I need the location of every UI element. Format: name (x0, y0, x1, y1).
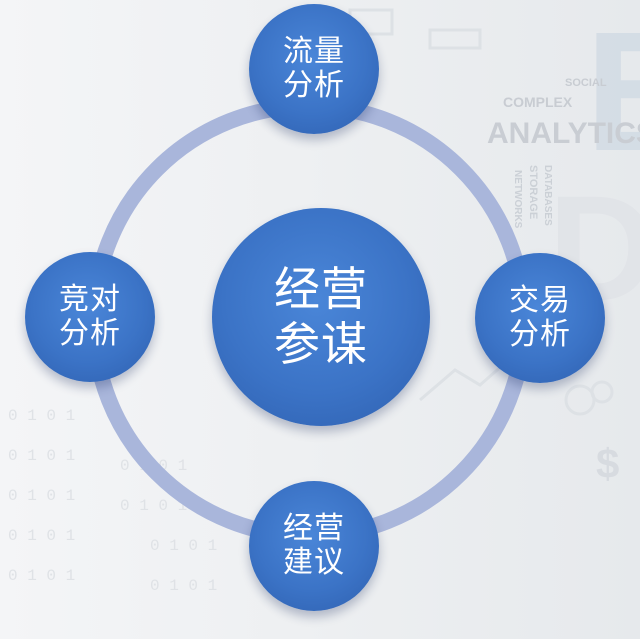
bg-dollar-sign: $ (596, 440, 619, 487)
node-transaction-analysis-line2: 分析 (509, 317, 571, 352)
bg-circle-2 (590, 380, 614, 404)
bg-word-analytics: ANALYTICS (487, 117, 640, 150)
bg-binary-3: 0 1 0 1 (8, 487, 75, 505)
node-transaction-analysis-line1: 交易 (509, 282, 571, 318)
bg-word-networks: NETWORKS (512, 170, 523, 229)
bg-word-databases: DATABASES (542, 165, 553, 226)
bg-binary-9: 0 1 0 1 (150, 577, 217, 595)
node-traffic-analysis-line2: 分析 (283, 68, 345, 103)
node-business-advice-line1: 经营 (283, 510, 345, 546)
node-business-staff-center: 经营 参谋 (212, 208, 430, 426)
node-traffic-analysis-line1: 流量 (283, 33, 345, 69)
bg-binary-8: 0 1 0 1 (150, 537, 217, 555)
bg-word-social: SOCIAL (565, 77, 607, 89)
node-center-line1: 经营 (274, 261, 368, 316)
bg-binary-1: 0 1 0 1 (8, 407, 75, 425)
node-business-advice-line2: 建议 (283, 545, 345, 580)
bg-binary-7: 0 1 0 1 (120, 497, 187, 515)
node-business-advice: 经营 建议 (249, 481, 379, 611)
node-transaction-analysis: 交易 分析 (475, 253, 605, 383)
node-center-line2: 参谋 (274, 317, 368, 371)
bg-word-complex: COMPLEX (503, 94, 573, 110)
bg-rect-2 (428, 28, 482, 50)
bg-binary-4: 0 1 0 1 (8, 527, 75, 545)
node-competitor-analysis-line1: 竞对 (59, 281, 121, 317)
bg-binary-5: 0 1 0 1 (8, 567, 75, 585)
bg-binary-2: 0 1 0 1 (8, 447, 75, 465)
node-competitor-analysis-line2: 分析 (59, 316, 121, 351)
bg-word-storage: STORAGE (527, 165, 539, 219)
node-competitor-analysis: 竞对 分析 (25, 252, 155, 382)
bg-letter-b: B (585, 0, 640, 187)
node-traffic-analysis: 流量 分析 (249, 4, 379, 134)
